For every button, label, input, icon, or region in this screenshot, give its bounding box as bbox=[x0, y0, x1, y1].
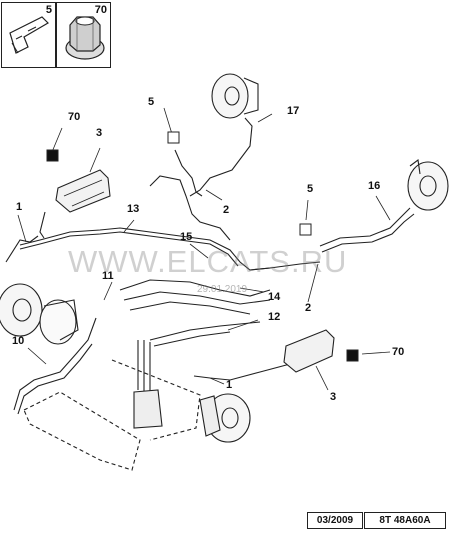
callout-1-left: 1 bbox=[16, 201, 23, 213]
clip-marker-icon bbox=[299, 223, 312, 236]
callout-3-top: 3 bbox=[96, 127, 103, 139]
callout-12: 12 bbox=[268, 311, 281, 323]
callout-3-bottom: 3 bbox=[330, 391, 337, 403]
callout-17: 17 bbox=[287, 105, 300, 117]
callout-2-mid: 2 bbox=[305, 302, 312, 314]
inset-clip: 5 bbox=[1, 2, 56, 68]
callout-1-bottom: 1 bbox=[226, 379, 233, 391]
nut-marker-icon bbox=[346, 349, 359, 362]
flange-nut-icon bbox=[65, 16, 105, 60]
callout-11: 11 bbox=[102, 270, 114, 282]
clip-icon bbox=[9, 16, 49, 54]
watermark-text: WWW.ELCATS.RU bbox=[68, 244, 348, 279]
footer-date: 03/2009 bbox=[307, 512, 363, 529]
inset-nut: 70 bbox=[56, 2, 111, 68]
callout-10: 10 bbox=[12, 335, 25, 347]
clip-marker-icon bbox=[167, 131, 180, 144]
callout-13: 13 bbox=[127, 203, 140, 215]
callout-14: 14 bbox=[268, 291, 281, 303]
callout-70-bottom: 70 bbox=[392, 346, 405, 358]
callout-2-top: 2 bbox=[223, 204, 230, 216]
nut-marker-icon bbox=[46, 149, 59, 162]
callout-5-top: 5 bbox=[148, 96, 155, 108]
footer-code: 8T 48A60A bbox=[364, 512, 446, 529]
callout-16: 16 bbox=[368, 180, 381, 192]
callout-5-mid: 5 bbox=[307, 183, 314, 195]
watermark-date: 29.01.2019 bbox=[197, 284, 248, 295]
callout-70-top: 70 bbox=[68, 111, 81, 123]
callout-15: 15 bbox=[180, 231, 193, 243]
inset-number: 5 bbox=[45, 4, 52, 16]
inset-number: 70 bbox=[94, 4, 107, 16]
